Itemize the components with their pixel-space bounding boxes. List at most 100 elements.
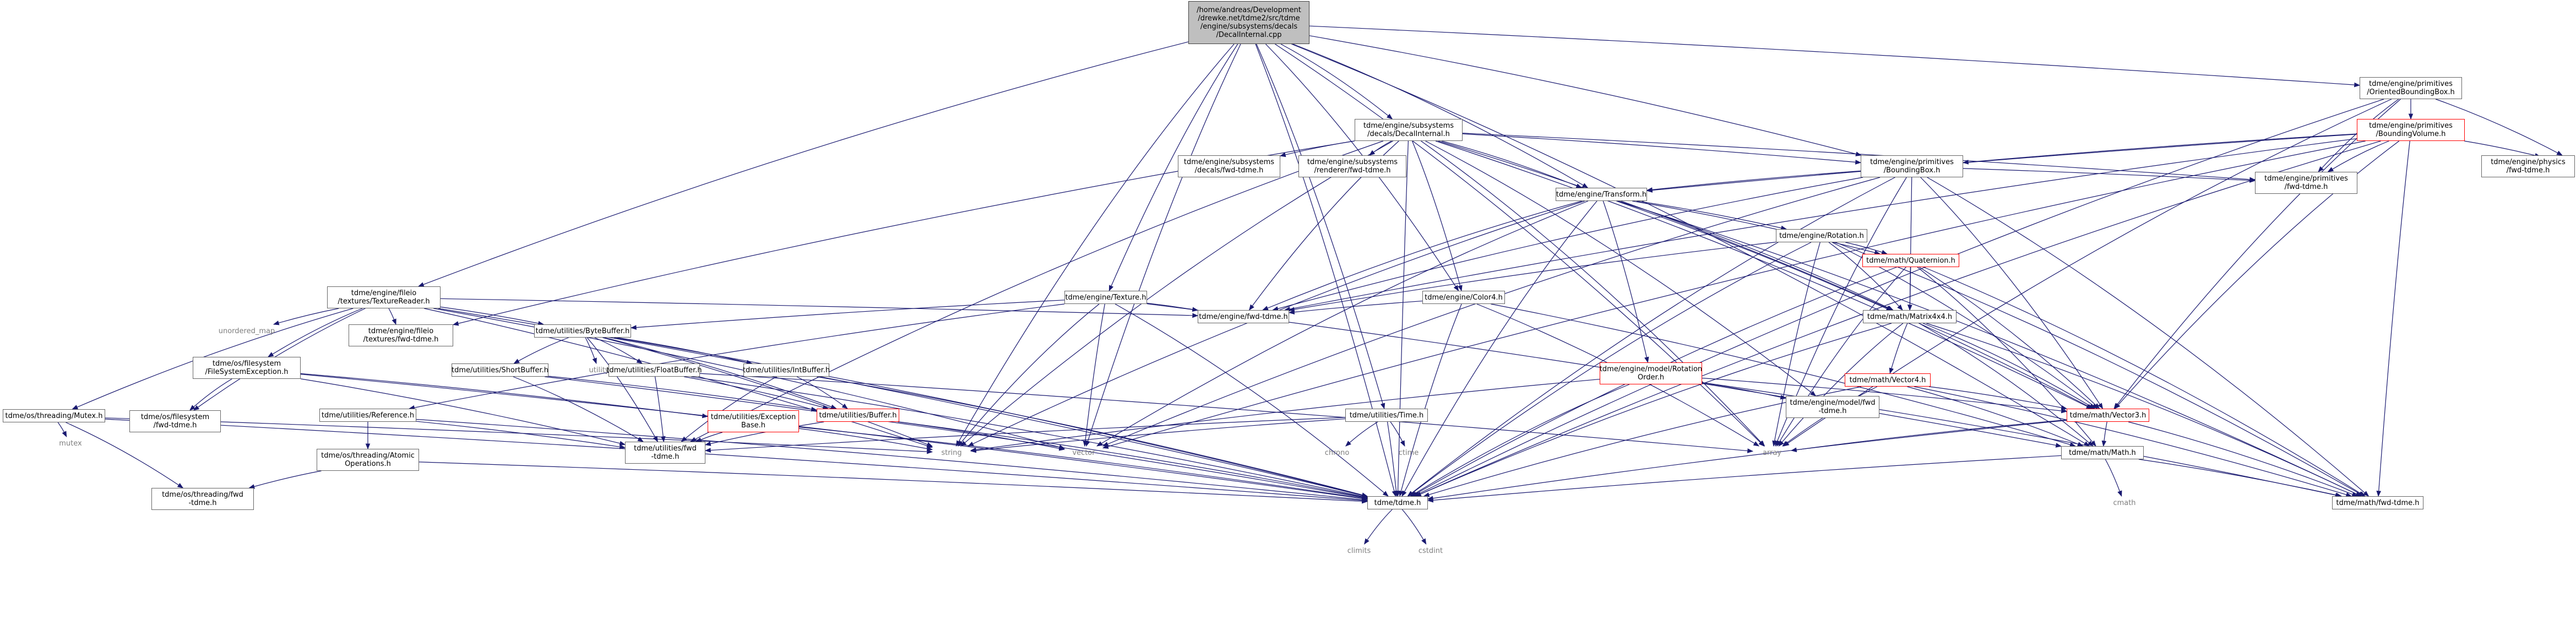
include-edge-bytebuffer-to-shortbuf: [513, 337, 569, 364]
node-label-line: tdme/math/Math.h: [2069, 448, 2136, 457]
include-edge-di-to-array: [1421, 140, 1765, 447]
node-texfwd[interactable]: tdme/engine/fileio/textures/fwd-tdme.h: [349, 324, 453, 346]
node-v3[interactable]: tdme/math/Vector3.h: [2067, 409, 2149, 422]
include-edge-tdme-to-cstdint: [1401, 509, 1427, 545]
node-bytebuffer[interactable]: tdme/utilities/ByteBuffer.h: [534, 324, 631, 338]
node-string[interactable]: string: [932, 446, 971, 459]
node-cstdint[interactable]: cstdint: [1411, 544, 1450, 557]
node-label-line: tdme/engine/Color4.h: [1425, 293, 1503, 302]
node-fsfwd[interactable]: tdme/os/filesystem/fwd-tdme.h: [129, 410, 221, 432]
include-edge-time-to-utilfwd: [704, 417, 1346, 453]
include-edge-floatbuf-to-tdme: [691, 376, 1368, 499]
node-mutex[interactable]: tdme/os/threading/Mutex.h: [3, 409, 105, 422]
node-obb[interactable]: tdme/engine/primitives/OrientedBoundingB…: [2360, 77, 2462, 99]
include-edge-m44-to-v3: [1922, 323, 2095, 409]
node-dfwd[interactable]: tdme/engine/subsystems/decals/fwd-tdme.h: [1178, 155, 1280, 177]
include-edge-transform-to-v3: [1616, 200, 2094, 409]
node-label-line: tdme/engine/subsystems: [1307, 158, 1398, 166]
include-edge-root-to-tdme: [1255, 44, 1397, 497]
node-unordered[interactable]: unordered_map: [216, 324, 277, 338]
node-v4[interactable]: tdme/math/Vector4.h: [1845, 373, 1931, 387]
node-enginefwd[interactable]: tdme/engine/fwd-tdme.h: [1198, 310, 1289, 323]
include-edge-root-to-texreader: [417, 41, 1189, 287]
include-edge-di-to-bb: [1462, 133, 1862, 165]
node-modelfwd[interactable]: tdme/engine/model/fwd-tdme.h: [1786, 396, 1879, 418]
node-color4[interactable]: tdme/engine/Color4.h: [1422, 291, 1505, 304]
include-edge-texreader-to-unordered: [273, 308, 339, 325]
node-mutexsys[interactable]: mutex: [54, 437, 87, 450]
node-label-line: tdme/engine/fwd-tdme.h: [1199, 312, 1288, 321]
include-edge-bv-to-primfwd: [2327, 140, 2389, 172]
node-fse[interactable]: tdme/os/filesystem/FileSystemException.h: [193, 357, 301, 379]
node-bb[interactable]: tdme/engine/primitives/BoundingBox.h: [1861, 155, 1963, 177]
node-utilfwd[interactable]: tdme/utilities/fwd-tdme.h: [625, 442, 705, 464]
include-edge-bb-to-v3: [1920, 177, 2104, 409]
include-edge-fse-to-utilfwd: [300, 378, 626, 446]
node-rotation[interactable]: tdme/engine/Rotation.h: [1776, 229, 1867, 242]
include-edge-bv-to-v3: [2115, 140, 2400, 409]
include-edge-fse-to-fsfwd: [189, 378, 232, 411]
node-label-line: /home/andreas/Development: [1197, 6, 1301, 14]
node-threadfwd[interactable]: tdme/os/threading/fwd-tdme.h: [151, 488, 254, 510]
include-edge-buffer-to-vector: [898, 421, 1066, 451]
include-edge-texture-to-string: [958, 303, 1100, 447]
node-ctime[interactable]: ctime: [1389, 446, 1428, 459]
node-cmath[interactable]: cmath: [2105, 496, 2144, 509]
node-m44[interactable]: tdme/math/Matrix4x4.h: [1863, 310, 1957, 323]
node-label-line: tdme/engine/model/Rotation: [1599, 365, 1703, 373]
include-edge-mutex-to-tdme: [105, 419, 1368, 503]
node-mathfwd[interactable]: tdme/math/fwd-tdme.h: [2332, 496, 2423, 509]
node-quat[interactable]: tdme/math/Quaternion.h: [1862, 254, 1959, 267]
node-rfwd[interactable]: tdme/engine/subsystems/renderer/fwd-tdme…: [1298, 155, 1406, 177]
node-di[interactable]: tdme/engine/subsystems/decals/DecalInter…: [1355, 119, 1463, 141]
node-label-line: /decals/DecalInternal.h: [1367, 130, 1450, 138]
include-edge-mutex-to-threadfwd: [66, 422, 184, 488]
node-reference[interactable]: tdme/utilities/Reference.h: [319, 409, 416, 422]
node-label-line: /DecalInternal.cpp: [1216, 31, 1282, 39]
node-label-line: tdme/utilities/FloatBuffer.h: [606, 366, 702, 374]
include-edge-texreader-to-texfwd: [388, 308, 396, 325]
node-chrono[interactable]: chrono: [1318, 446, 1356, 459]
include-edge-v4-to-v3: [1928, 386, 2068, 410]
include-edge-texreader-to-fsfwd: [193, 308, 366, 411]
node-texture[interactable]: tdme/engine/Texture.h: [1064, 291, 1147, 304]
node-physfwd[interactable]: tdme/engine/physics/fwd-tdme.h: [2481, 155, 2575, 177]
include-edge-m44-to-math: [1919, 323, 2094, 447]
include-edge-quat-to-m44: [1907, 267, 1912, 311]
node-label-line: tdme/tdme.h: [1374, 498, 1421, 507]
node-vector[interactable]: vector: [1064, 446, 1103, 459]
node-label-line: -tdme.h: [1818, 407, 1847, 415]
node-tdme[interactable]: tdme/tdme.h: [1367, 496, 1428, 509]
include-edge-color4-to-tdme: [1399, 303, 1462, 497]
node-label-line: string: [941, 448, 962, 457]
node-label-line: tdme/engine/primitives: [2369, 80, 2453, 88]
include-edge-di-to-utilfwd: [690, 140, 1384, 442]
include-edge-time-to-tdme: [1387, 421, 1399, 497]
node-label-line: tdme/engine/fileio: [351, 289, 417, 297]
node-root[interactable]: /home/andreas/Development/drewke.net/tdm…: [1188, 1, 1309, 44]
node-climits[interactable]: climits: [1340, 544, 1378, 557]
node-bv[interactable]: tdme/engine/primitives/BoundingVolume.h: [2357, 119, 2465, 141]
node-math[interactable]: tdme/math/Math.h: [2061, 446, 2144, 459]
node-intbuf[interactable]: tdme/utilities/IntBuffer.h: [743, 363, 830, 377]
include-edge-root-to-bb: [1309, 35, 1862, 156]
node-utility[interactable]: utility: [580, 363, 618, 377]
node-array[interactable]: array: [1753, 446, 1791, 459]
node-transform[interactable]: tdme/engine/Transform.h: [1556, 188, 1647, 201]
include-edge-texreader-to-mutex: [72, 308, 354, 410]
include-edge-buffer-to-tdme: [898, 421, 1368, 499]
node-label-line: /fwd-tdme.h: [2506, 166, 2550, 175]
node-floatbuf[interactable]: tdme/utilities/FloatBuffer.h: [606, 363, 702, 377]
node-primfwd[interactable]: tdme/engine/primitives/fwd-tdme.h: [2255, 172, 2357, 194]
include-edge-bb-to-tdme: [1407, 177, 1895, 497]
node-texreader[interactable]: tdme/engine/fileio/textures/TextureReade…: [327, 286, 441, 308]
node-shortbuf[interactable]: tdme/utilities/ShortBuffer.h: [452, 363, 548, 377]
node-time[interactable]: tdme/utilities/Time.h: [1345, 409, 1428, 422]
include-edge-time-to-string: [970, 418, 1346, 453]
node-buffer[interactable]: tdme/utilities/Buffer.h: [817, 409, 899, 422]
node-label-line: tdme/engine/physics: [2491, 158, 2566, 166]
